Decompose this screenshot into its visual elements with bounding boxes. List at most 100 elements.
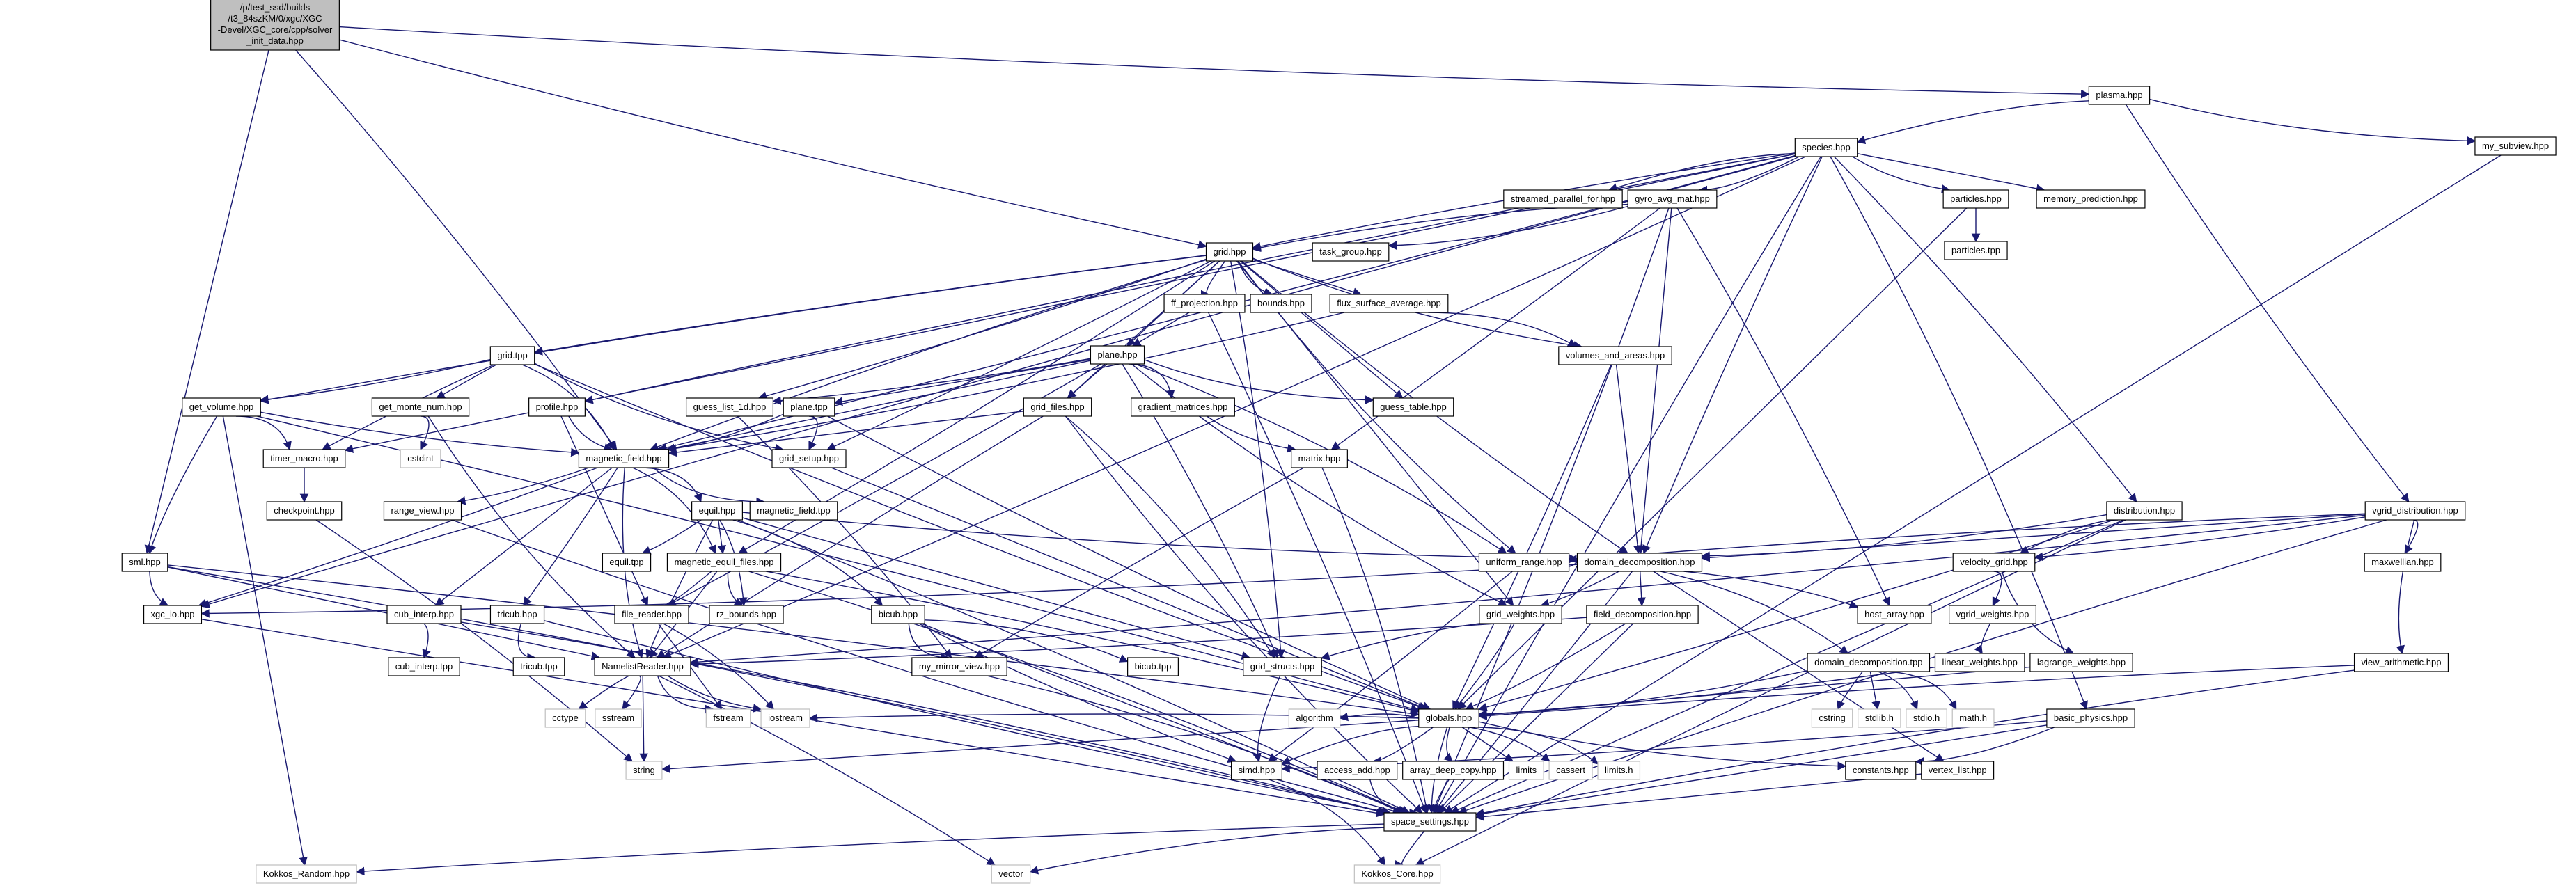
node-timer[interactable]: timer_macro.hpp bbox=[262, 449, 346, 468]
node-rz-bounds[interactable]: rz_bounds.hpp bbox=[709, 605, 784, 624]
node-memory[interactable]: memory_prediction.hpp bbox=[2036, 189, 2146, 209]
node-species[interactable]: species.hpp bbox=[1794, 138, 1858, 157]
node-access-add[interactable]: access_add.hpp bbox=[1317, 761, 1398, 780]
node-grid-setup[interactable]: grid_setup.hpp bbox=[771, 449, 847, 468]
node-sml[interactable]: sml.hpp bbox=[121, 553, 168, 572]
node-limits[interactable]: limits bbox=[1508, 761, 1544, 780]
node-vgrid-dist[interactable]: vgrid_distribution.hpp bbox=[2364, 501, 2466, 521]
node-xgc-io[interactable]: xgc_io.hpp bbox=[143, 605, 203, 624]
edge-equil-to-namelist bbox=[645, 519, 714, 659]
node-plane[interactable]: plane.hpp bbox=[1090, 345, 1145, 365]
node-label: vgrid_weights.hpp bbox=[1956, 609, 2029, 619]
node-mag-field-tpp[interactable]: magnetic_field.tpp bbox=[749, 501, 838, 521]
node-plane-tpp[interactable]: plane.tpp bbox=[783, 397, 835, 417]
node-box bbox=[2036, 189, 2146, 209]
node-root[interactable]: /p/test_ssd/builds/t3_84szKM/0/xgc/XGC-D… bbox=[210, 0, 340, 51]
node-cub-interp[interactable]: cub_interp.hpp bbox=[386, 605, 462, 624]
node-label: cub_interp.hpp bbox=[394, 609, 454, 619]
node-equil-tpp[interactable]: equil.tpp bbox=[602, 553, 652, 572]
node-grid-structs[interactable]: grid_structs.hpp bbox=[1243, 657, 1322, 676]
node-vertex-list[interactable]: vertex_list.hpp bbox=[1921, 761, 1995, 780]
node-bicub[interactable]: bicub.hpp bbox=[871, 605, 925, 624]
node-particles-tpp[interactable]: particles.tpp bbox=[1944, 241, 2008, 260]
node-cub-interp-tpp[interactable]: cub_interp.tpp bbox=[388, 657, 460, 676]
node-algorithm[interactable]: algorithm bbox=[1288, 708, 1341, 728]
node-mag-equil[interactable]: magnetic_equil_files.hpp bbox=[666, 553, 782, 572]
node-range-view[interactable]: range_view.hpp bbox=[383, 501, 462, 521]
node-task-group[interactable]: task_group.hpp bbox=[1312, 242, 1390, 262]
node-vgrid-weights[interactable]: vgrid_weights.hpp bbox=[1949, 605, 2036, 624]
node-domain-tpp[interactable]: domain_decomposition.tpp bbox=[1807, 653, 1931, 672]
node-host-array[interactable]: host_array.hpp bbox=[1857, 605, 1932, 624]
node-gyro[interactable]: gyro_avg_mat.hpp bbox=[1627, 189, 1718, 209]
node-fstream[interactable]: fstream bbox=[705, 708, 751, 728]
node-tricub-tpp[interactable]: tricub.tpp bbox=[512, 657, 565, 676]
node-constants[interactable]: constants.hpp bbox=[1845, 761, 1917, 780]
node-box bbox=[602, 553, 652, 572]
node-string[interactable]: string bbox=[625, 761, 663, 780]
node-guess-list[interactable]: guess_list_1d.hpp bbox=[685, 397, 774, 417]
node-cctype[interactable]: cctype bbox=[544, 708, 586, 728]
node-plasma[interactable]: plasma.hpp bbox=[2088, 86, 2151, 105]
node-my-subview[interactable]: my_subview.hpp bbox=[2474, 136, 2557, 156]
node-particles[interactable]: particles.hpp bbox=[1942, 189, 2009, 209]
node-stdlib[interactable]: stdlib.h bbox=[1858, 708, 1901, 728]
node-view-arith[interactable]: view_arithmetic.hpp bbox=[2353, 653, 2449, 672]
node-volumes[interactable]: volumes_and_areas.hpp bbox=[1558, 346, 1672, 365]
node-my-mirror[interactable]: my_mirror_view.hpp bbox=[911, 657, 1007, 676]
node-uniform-range[interactable]: uniform_range.hpp bbox=[1478, 553, 1570, 572]
node-bicub-tpp[interactable]: bicub.tpp bbox=[1127, 657, 1179, 676]
node-maxwellian[interactable]: maxwellian.hpp bbox=[2364, 553, 2442, 572]
node-space-settings[interactable]: space_settings.hpp bbox=[1383, 812, 1477, 832]
node-grid-weights[interactable]: grid_weights.hpp bbox=[1479, 605, 1562, 624]
node-matrix[interactable]: matrix.hpp bbox=[1291, 449, 1348, 468]
node-limits-h[interactable]: limits.h bbox=[1597, 761, 1641, 780]
node-distribution[interactable]: distribution.hpp bbox=[2106, 501, 2183, 521]
node-box bbox=[2364, 553, 2442, 572]
edge-bicub-to-space-settings bbox=[921, 623, 1408, 814]
node-box bbox=[1558, 346, 1672, 365]
node-bounds[interactable]: bounds.hpp bbox=[1250, 294, 1312, 313]
node-label: my_subview.hpp bbox=[2482, 141, 2549, 151]
node-label: grid.hpp bbox=[1214, 246, 1246, 257]
edges-layer bbox=[144, 26, 2502, 876]
node-field-decomp[interactable]: field_decomposition.hpp bbox=[1586, 605, 1699, 624]
node-domain-decomp[interactable]: domain_decomposition.hpp bbox=[1576, 553, 1703, 572]
node-cstring[interactable]: cstring bbox=[1811, 708, 1853, 728]
node-get-volume[interactable]: get_volume.hpp bbox=[182, 397, 261, 417]
node-simd[interactable]: simd.hpp bbox=[1231, 761, 1282, 780]
node-array-deep[interactable]: array_deep_copy.hpp bbox=[1402, 761, 1505, 780]
node-linear-weights[interactable]: linear_weights.hpp bbox=[1934, 653, 2025, 672]
node-stdio[interactable]: stdio.h bbox=[1906, 708, 1947, 728]
node-get-monte[interactable]: get_monte_num.hpp bbox=[371, 397, 470, 417]
node-tricub[interactable]: tricub.hpp bbox=[489, 605, 545, 624]
node-kokkos-random[interactable]: Kokkos_Random.hpp bbox=[256, 864, 357, 884]
node-grid[interactable]: grid.hpp bbox=[1205, 242, 1254, 262]
node-file-reader[interactable]: file_reader.hpp bbox=[614, 605, 689, 624]
node-iostream[interactable]: iostream bbox=[760, 708, 810, 728]
node-grid-files[interactable]: grid_files.hpp bbox=[1023, 397, 1092, 417]
node-namelist[interactable]: NamelistReader.hpp bbox=[594, 657, 691, 676]
node-cassert[interactable]: cassert bbox=[1548, 761, 1593, 780]
node-kokkos-core[interactable]: Kokkos_Core.hpp bbox=[1353, 864, 1441, 884]
node-equil[interactable]: equil.hpp bbox=[691, 501, 743, 521]
node-cstdint[interactable]: cstdint bbox=[400, 449, 441, 468]
node-ff-proj[interactable]: ff_projection.hpp bbox=[1163, 294, 1246, 313]
node-velocity-grid[interactable]: velocity_grid.hpp bbox=[1952, 553, 2036, 572]
node-gradient[interactable]: gradient_matrices.hpp bbox=[1131, 397, 1235, 417]
node-sstream[interactable]: sstream bbox=[595, 708, 642, 728]
edge-cub-interp-to-cub-interp-tpp bbox=[422, 623, 431, 659]
node-mag-field[interactable]: magnetic_field.hpp bbox=[578, 449, 670, 468]
node-box bbox=[266, 501, 343, 521]
node-globals[interactable]: globals.hpp bbox=[1418, 708, 1479, 728]
node-lagrange[interactable]: lagrange_weights.hpp bbox=[2029, 653, 2133, 672]
node-guess-table[interactable]: guess_table.hpp bbox=[1372, 397, 1454, 417]
node-math[interactable]: math.h bbox=[1951, 708, 1995, 728]
node-vector[interactable]: vector bbox=[991, 864, 1031, 884]
node-streamed[interactable]: streamed_parallel_for.hpp bbox=[1503, 189, 1623, 209]
node-profile[interactable]: profile.hpp bbox=[528, 397, 586, 417]
node-flux[interactable]: flux_surface_average.hpp bbox=[1329, 294, 1449, 313]
node-checkpoint[interactable]: checkpoint.hpp bbox=[266, 501, 343, 521]
node-grid-tpp[interactable]: grid.tpp bbox=[489, 346, 535, 365]
node-basic-physics[interactable]: basic_physics.hpp bbox=[2046, 708, 2135, 728]
